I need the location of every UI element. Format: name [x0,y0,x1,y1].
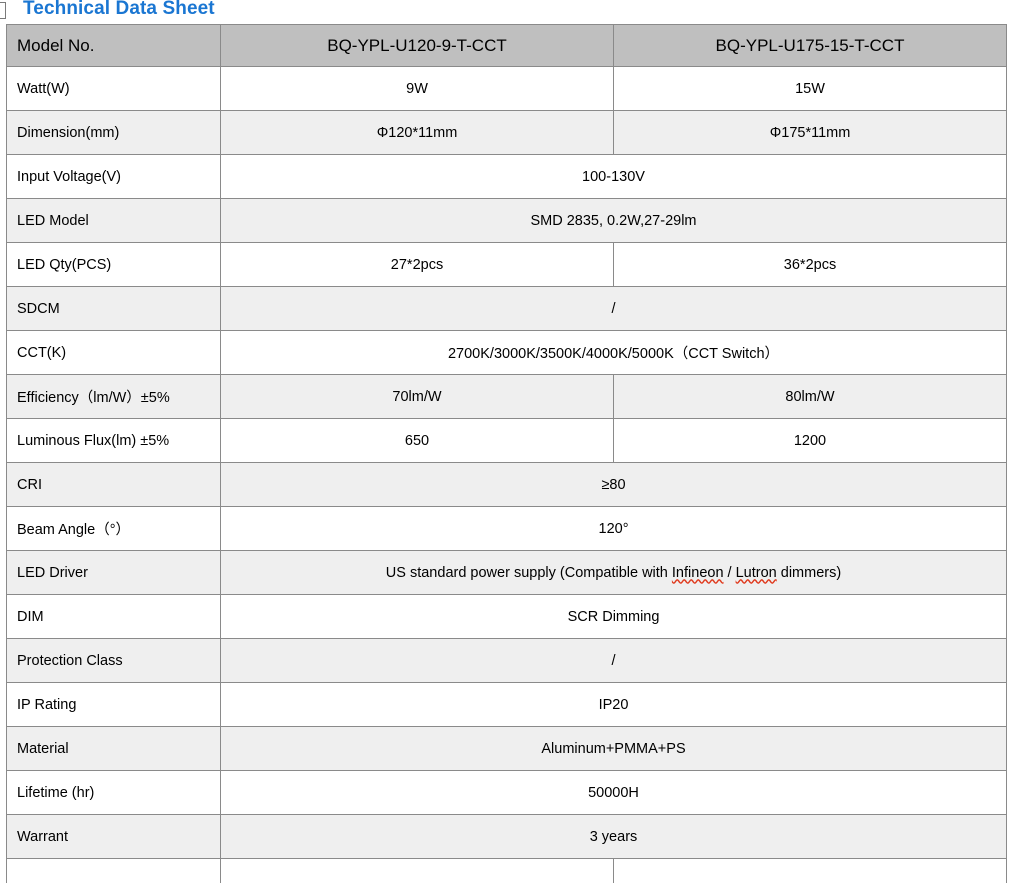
row-label-cell: Dimension(mm) [6,110,221,155]
row-label-cell: IP Rating [6,682,221,727]
table-row: Beam Angle（°）120° [6,506,1007,551]
row-value-cell: ≥80 [220,462,1007,507]
row-label-cell: LED Model [6,198,221,243]
row-value-cell-model-b: 36*2pcs [613,242,1007,287]
row-value-cell: SMD 2835, 0.2W,27-29lm [220,198,1007,243]
row-label-cell: Luminous Flux(lm) ±5% [6,418,221,463]
row-value-cell-model-a: 27*2pcs [220,242,614,287]
row-label-cell: Input Voltage(V) [6,154,221,199]
row-label-cell: CCT(K) [6,330,221,375]
row-value-cell-model-b: Φ175*11mm [613,110,1007,155]
row-label-cell: Beam Angle（°） [6,506,221,551]
row-value-cell-model-a: 9W [220,66,614,111]
table-row: Input Voltage(V)100-130V [6,154,1007,199]
row-value-cell: 120° [220,506,1007,551]
row-value-cell-model-b: 80lm/W [613,374,1007,419]
table-row: Lifetime (hr)50000H [6,770,1007,815]
table-header-row: Model No. BQ-YPL-U120-9-T-CCT BQ-YPL-U17… [6,24,1007,67]
row-value-cell-model-a: Φ120*11mm [220,110,614,155]
table-row: CRI≥80 [6,462,1007,507]
partial-row-cell [220,858,614,883]
led-driver-prefix: US standard power supply (Compatible wit… [385,564,672,581]
misspelled-word-lutron: Lutron [735,564,777,581]
row-value-cell: 100-130V [220,154,1007,199]
header-model-b-cell: BQ-YPL-U175-15-T-CCT [613,24,1007,67]
row-label-cell: CRI [6,462,221,507]
header-model-a-cell: BQ-YPL-U120-9-T-CCT [220,24,614,67]
row-value-cell: 2700K/3000K/3500K/4000K/5000K（CCT Switch… [220,330,1007,375]
row-value-cell-model-b: 1200 [613,418,1007,463]
led-driver-separator: / [723,564,736,581]
row-label-cell: Lifetime (hr) [6,770,221,815]
partial-row-cell [6,858,221,883]
table-row: Protection Class/ [6,638,1007,683]
row-value-cell-model-a: 650 [220,418,614,463]
table-row: SDCM/ [6,286,1007,331]
row-label-cell: Protection Class [6,638,221,683]
table-row: LED Driver US standard power supply (Comp… [6,550,1007,595]
table-row-partial [6,858,1007,883]
row-value-cell: 3 years [220,814,1007,859]
led-driver-suffix: dimmers) [776,564,842,581]
header-label-cell: Model No. [6,24,221,67]
row-label-cell: LED Qty(PCS) [6,242,221,287]
row-value-cell: IP20 [220,682,1007,727]
led-driver-value-cell: US standard power supply (Compatible wit… [220,550,1007,595]
misspelled-word-infineon: Infineon [671,564,724,581]
row-label-cell: Warrant [6,814,221,859]
table-row: CCT(K)2700K/3000K/3500K/4000K/5000K（CCT … [6,330,1007,375]
row-value-cell: / [220,638,1007,683]
row-value-cell-model-a: 70lm/W [220,374,614,419]
row-value-cell: Aluminum+PMMA+PS [220,726,1007,771]
page-title: Technical Data Sheet [23,0,215,19]
row-label-cell: SDCM [6,286,221,331]
row-label-cell: Material [6,726,221,771]
row-label-cell: Watt(W) [6,66,221,111]
clipped-glyph-artifact [0,2,6,19]
row-label-cell: LED Driver [6,550,221,595]
row-value-cell-model-b: 15W [613,66,1007,111]
row-label-cell: Efficiency（lm/W）±5% [6,374,221,419]
row-value-cell: 50000H [220,770,1007,815]
row-value-cell: / [220,286,1007,331]
row-value-cell: SCR Dimming [220,594,1007,639]
row-label-cell: DIM [6,594,221,639]
partial-row-cell [613,858,1007,883]
technical-data-sheet-table: Model No. BQ-YPL-U120-9-T-CCT BQ-YPL-U17… [6,24,1007,883]
table-body: Model No. BQ-YPL-U120-9-T-CCT BQ-YPL-U17… [6,24,1007,883]
